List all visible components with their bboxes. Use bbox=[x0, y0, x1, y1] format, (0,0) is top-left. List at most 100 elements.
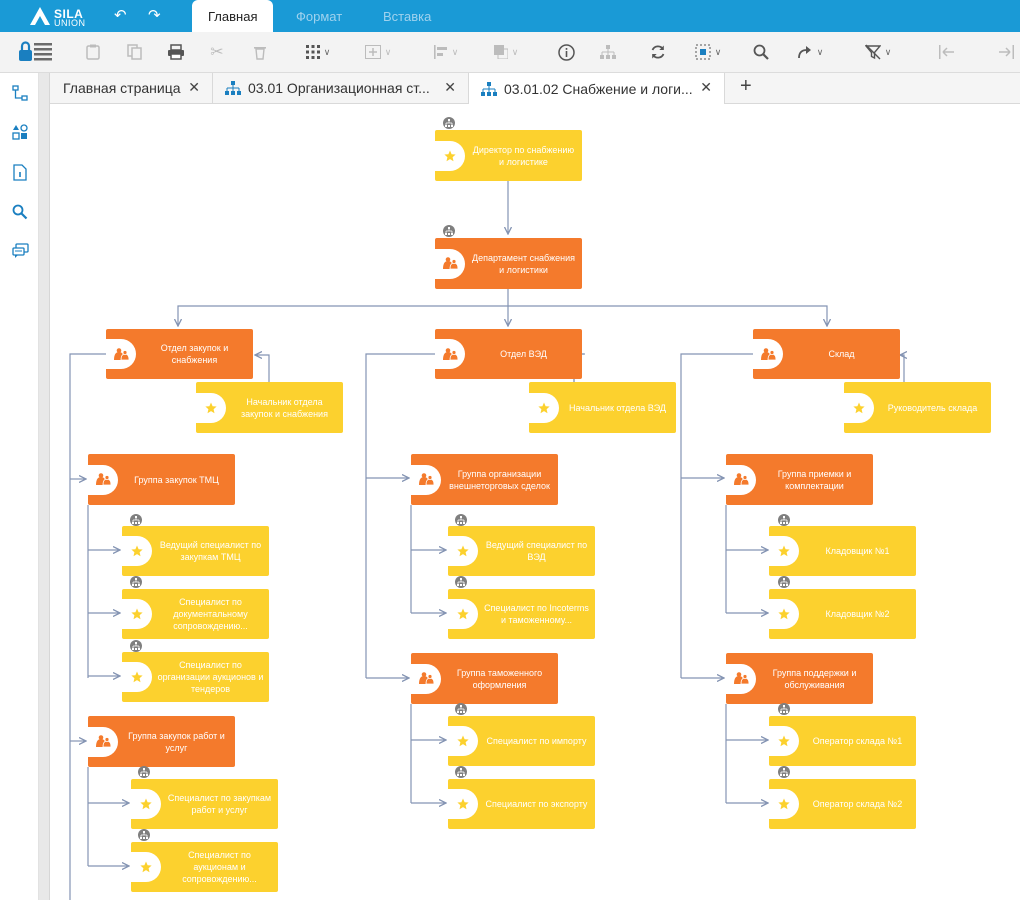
close-icon[interactable]: ✕ bbox=[188, 79, 200, 95]
collapse-left-icon[interactable] bbox=[935, 32, 959, 72]
subordinate-indicator-icon[interactable] bbox=[130, 640, 142, 652]
node-group-support[interactable]: Группа поддержки и обслуживания bbox=[726, 653, 873, 704]
add-tab-button[interactable]: + bbox=[740, 75, 752, 97]
align-icon[interactable]: ∨ bbox=[428, 32, 464, 72]
redo-icon[interactable]: ∨ bbox=[792, 32, 828, 72]
position-star-icon bbox=[131, 789, 161, 819]
org-structure-icon[interactable] bbox=[10, 83, 30, 103]
search-icon[interactable] bbox=[750, 32, 772, 72]
node-head-ved[interactable]: Начальник отдела ВЭД bbox=[529, 382, 676, 433]
undo-icon[interactable]: ↶ bbox=[114, 7, 127, 24]
node-lead-tmc[interactable]: Ведущий специалист по закупкам ТМЦ bbox=[122, 526, 269, 576]
print-icon[interactable] bbox=[164, 32, 188, 72]
subordinate-indicator-icon[interactable] bbox=[455, 703, 467, 715]
copy-icon[interactable] bbox=[123, 32, 145, 72]
subordinate-indicator-icon[interactable] bbox=[778, 576, 790, 588]
ribbon-tab-format[interactable]: Формат bbox=[296, 9, 343, 24]
position-star-icon bbox=[448, 599, 478, 629]
node-spec-import[interactable]: Специалист по импорту bbox=[448, 716, 595, 766]
node-warehouse[interactable]: Склад bbox=[753, 329, 900, 379]
subordinate-indicator-icon[interactable] bbox=[130, 514, 142, 526]
node-dept-ved[interactable]: Отдел ВЭД bbox=[435, 329, 582, 379]
lock-list-icon[interactable] bbox=[16, 32, 54, 72]
subordinate-indicator-icon[interactable] bbox=[130, 576, 142, 588]
chevron-down-icon: ∨ bbox=[323, 46, 331, 57]
connector bbox=[508, 305, 827, 326]
info-icon[interactable] bbox=[555, 32, 577, 72]
subordinate-indicator-icon[interactable] bbox=[443, 225, 455, 237]
ribbon-tab-insert[interactable]: Вставка bbox=[383, 9, 432, 24]
node-group-customs[interactable]: Группа таможенного оформления bbox=[411, 653, 558, 704]
node-operator-1[interactable]: Оператор склада №1 bbox=[769, 716, 916, 766]
trash-icon[interactable] bbox=[249, 32, 271, 72]
chevron-down-icon: ∨ bbox=[451, 46, 459, 57]
collapse-right-icon[interactable] bbox=[994, 32, 1018, 72]
fill-icon[interactable]: ∨ bbox=[488, 32, 524, 72]
unit-people-icon bbox=[726, 464, 756, 495]
chevron-down-icon: ∨ bbox=[511, 46, 519, 57]
node-head-warehouse[interactable]: Руководитель склада bbox=[844, 382, 991, 433]
comments-icon[interactable] bbox=[10, 241, 30, 261]
node-group-tmc[interactable]: Группа закупок ТМЦ bbox=[88, 454, 235, 505]
position-star-icon bbox=[769, 789, 799, 819]
node-department[interactable]: Департамент снабжения и логистики bbox=[435, 238, 582, 289]
node-group-works[interactable]: Группа закупок работ и услуг bbox=[88, 716, 235, 767]
subordinate-indicator-icon[interactable] bbox=[138, 829, 150, 841]
brand-name: SILA bbox=[54, 7, 84, 21]
node-director[interactable]: Директор по снабжению и логистике bbox=[435, 130, 582, 181]
scissors-icon[interactable]: ✂ bbox=[210, 44, 224, 61]
position-star-icon bbox=[122, 599, 152, 629]
node-spec-doc[interactable]: Специалист по документальному сопровожде… bbox=[122, 589, 269, 639]
redo-icon[interactable]: ↷ bbox=[148, 7, 161, 24]
node-dept-purchase[interactable]: Отдел закупок и снабжения bbox=[106, 329, 253, 379]
node-spec-incoterms[interactable]: Специалист по Incoterms и таможенному... bbox=[448, 589, 595, 639]
doc-tab-supply-logistics[interactable]: 03.01.02 Снабжение и логи... ✕ bbox=[469, 73, 725, 104]
node-group-foreign-trade[interactable]: Группа организации внешнеторговых сделок bbox=[411, 454, 558, 505]
subordinate-indicator-icon[interactable] bbox=[778, 766, 790, 778]
node-head-purchase[interactable]: Начальник отдела закупок и снабжения bbox=[196, 382, 343, 433]
node-keeper-1[interactable]: Кладовщик №1 bbox=[769, 526, 916, 576]
filter-icon[interactable]: ∨ bbox=[860, 32, 896, 72]
search-icon[interactable] bbox=[10, 202, 30, 222]
node-spec-auction2[interactable]: Специалист по аукционам и сопровождению.… bbox=[131, 842, 278, 892]
subordinate-indicator-icon[interactable] bbox=[455, 766, 467, 778]
node-spec-works[interactable]: Специалист по закупкам работ и услуг bbox=[131, 779, 278, 829]
unit-people-icon bbox=[435, 339, 465, 369]
node-keeper-2[interactable]: Кладовщик №2 bbox=[769, 589, 916, 639]
sidebar-splitter[interactable] bbox=[39, 73, 50, 900]
column-insert-icon[interactable]: ∨ bbox=[360, 32, 396, 72]
ribbon-tab-home[interactable]: Главная bbox=[192, 0, 274, 32]
select-icon[interactable]: ∨ bbox=[690, 32, 726, 72]
doc-tab-home[interactable]: Главная страница ✕ bbox=[50, 73, 213, 103]
clipboard-icon[interactable] bbox=[82, 32, 104, 72]
subordinate-indicator-icon[interactable] bbox=[455, 514, 467, 526]
node-spec-export[interactable]: Специалист по экспорту bbox=[448, 779, 595, 829]
hierarchy-icon[interactable] bbox=[597, 32, 619, 72]
unit-people-icon bbox=[411, 464, 441, 495]
brand-subname: UNION bbox=[54, 18, 86, 28]
connector bbox=[255, 355, 270, 382]
node-lead-ved[interactable]: Ведущий специалист по ВЭД bbox=[448, 526, 595, 576]
subordinate-indicator-icon[interactable] bbox=[778, 703, 790, 715]
document-icon[interactable] bbox=[10, 162, 30, 182]
unit-people-icon bbox=[435, 248, 465, 279]
close-icon[interactable]: ✕ bbox=[700, 79, 712, 95]
unit-people-icon bbox=[753, 339, 783, 369]
grid-icon[interactable]: ∨ bbox=[300, 32, 336, 72]
close-icon[interactable]: ✕ bbox=[444, 79, 456, 95]
position-star-icon bbox=[769, 536, 799, 566]
subordinate-indicator-icon[interactable] bbox=[778, 514, 790, 526]
shapes-icon[interactable] bbox=[10, 122, 30, 142]
subordinate-indicator-icon[interactable] bbox=[443, 117, 455, 129]
subordinate-indicator-icon[interactable] bbox=[455, 576, 467, 588]
org-chart-canvas[interactable]: Директор по снабжению и логистике Департ… bbox=[50, 104, 1020, 900]
node-operator-2[interactable]: Оператор склада №2 bbox=[769, 779, 916, 829]
doc-tab-org-structure[interactable]: 03.01 Организационная ст... ✕ bbox=[213, 73, 469, 103]
subordinate-indicator-icon[interactable] bbox=[138, 766, 150, 778]
node-spec-auction[interactable]: Специалист по организации аукционов и те… bbox=[122, 652, 269, 702]
position-star-icon bbox=[769, 726, 799, 756]
app-logo: SILA UNION bbox=[28, 5, 90, 29]
node-group-receiving[interactable]: Группа приемки и комплектации bbox=[726, 454, 873, 505]
unit-people-icon bbox=[88, 464, 118, 495]
refresh-icon[interactable] bbox=[647, 32, 669, 72]
